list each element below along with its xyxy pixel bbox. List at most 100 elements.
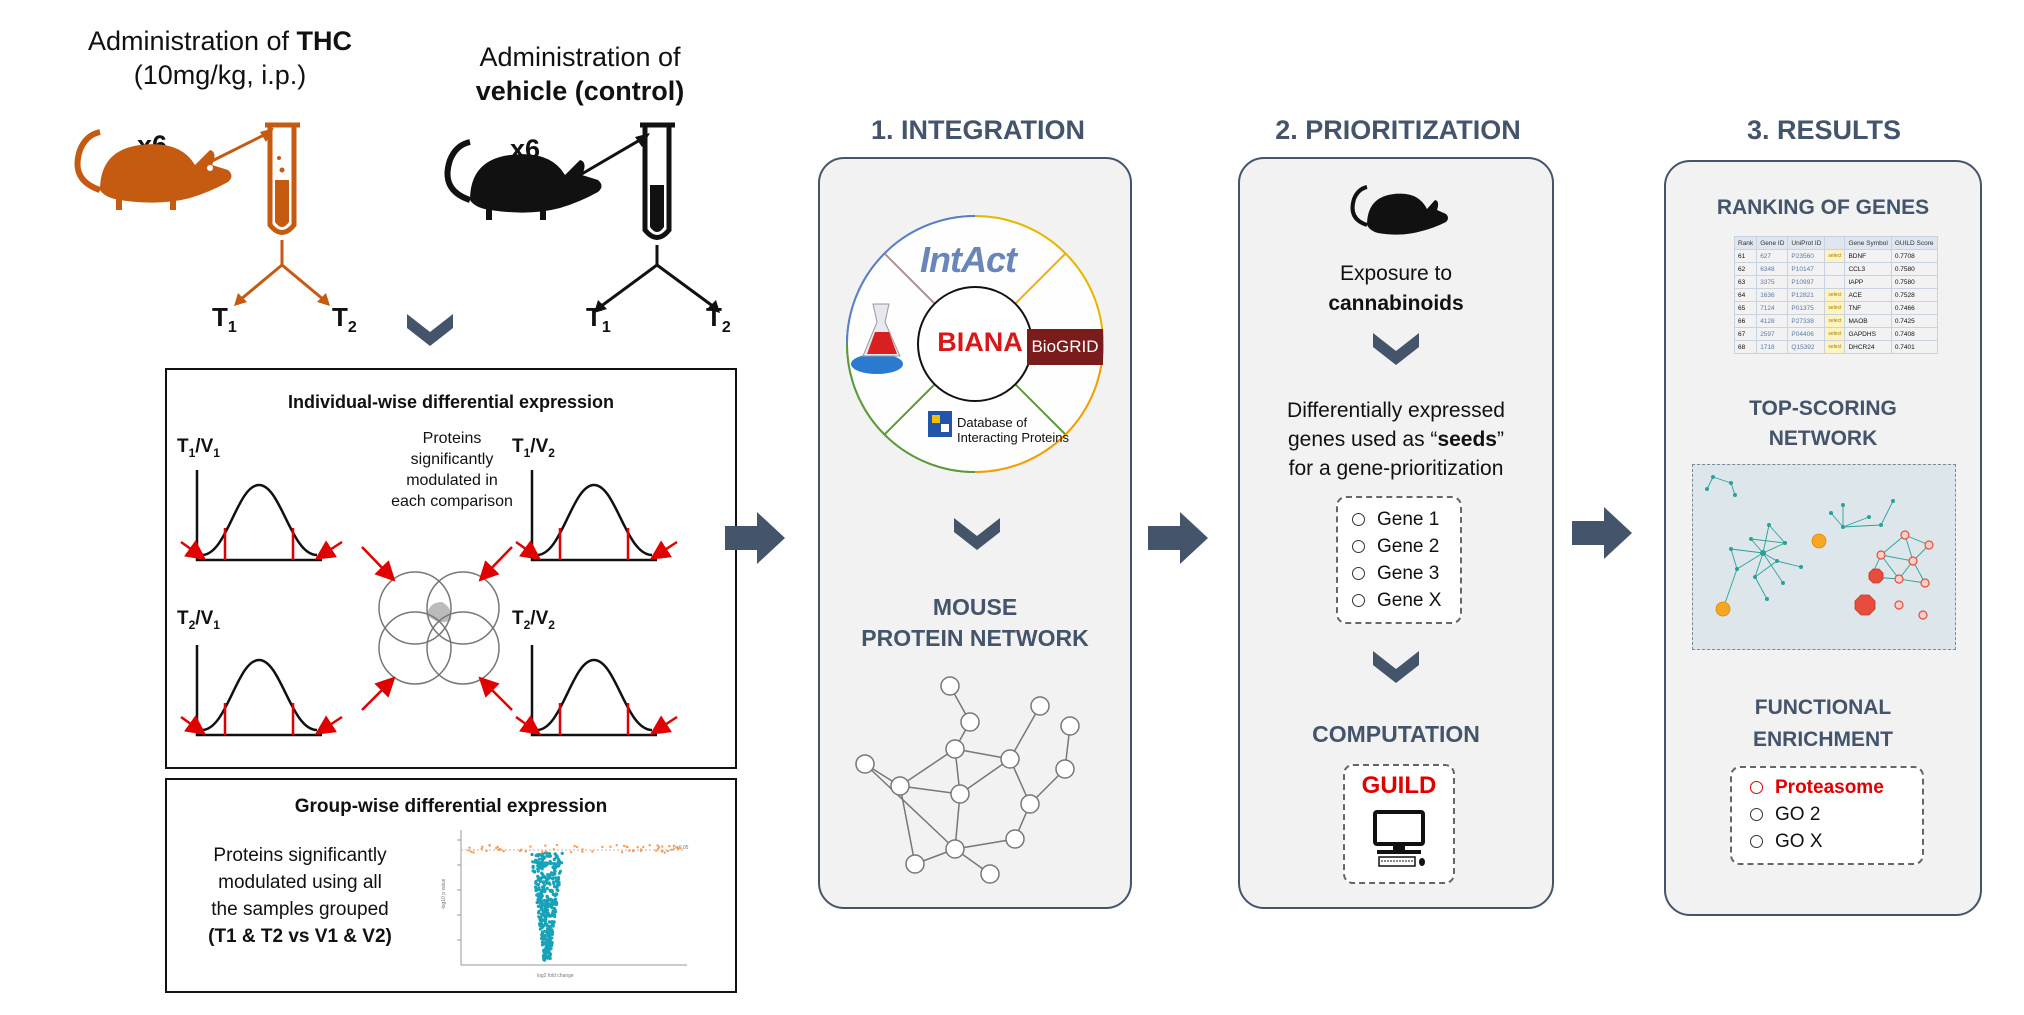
ranking-title: RANKING OF GENES <box>1716 196 1930 219</box>
volcano-point <box>548 873 552 877</box>
prioritization-panel: Exposure to cannabinoids Differentially … <box>1238 157 1554 909</box>
circle-bullet-icon <box>1750 808 1763 821</box>
volcano-point <box>551 924 555 928</box>
volcano-point <box>545 886 549 890</box>
volcano-point-significant <box>679 847 682 850</box>
volcano-point-significant <box>470 850 473 853</box>
volcano-point-significant <box>555 843 559 847</box>
panel-label-t2v2: T2/V2 <box>512 608 555 632</box>
volcano-point <box>548 902 552 907</box>
volcano-point <box>539 918 543 922</box>
volcano-point-significant <box>591 850 594 853</box>
vehicle-mouse-tube-graphic <box>444 122 720 313</box>
volcano-point <box>546 873 550 877</box>
volcano-point-significant <box>670 848 673 851</box>
volcano-point <box>531 864 535 868</box>
volcano-point-significant <box>468 846 471 849</box>
volcano-point-significant <box>648 844 651 847</box>
volcano-point <box>548 924 552 928</box>
group-wise-box: Group-wise differential expression Prote… <box>165 778 737 993</box>
circle-bullet-icon <box>1750 781 1763 794</box>
volcano-point <box>549 889 553 893</box>
volcano-point-significant <box>666 849 669 853</box>
volcano-point <box>560 851 564 855</box>
volcano-point <box>536 869 540 873</box>
volcano-point <box>539 922 543 926</box>
volcano-point-significant <box>544 844 547 847</box>
volcano-point <box>546 946 550 950</box>
volcano-point <box>545 930 549 935</box>
volcano-point-significant <box>676 847 680 850</box>
vehicle-t1-label: T1 <box>586 302 611 337</box>
volcano-point <box>541 885 545 889</box>
volcano-ylabel: -log10 p value <box>441 878 447 910</box>
volcano-point-significant <box>639 848 643 851</box>
integration-panel: IntAct BIANA BioGRID Database of Interac… <box>818 157 1132 909</box>
volcano-point <box>553 885 557 889</box>
circle-bullet-icon <box>1352 567 1365 580</box>
biogrid-logo: BioGRID <box>1027 329 1103 365</box>
volcano-point <box>541 881 545 885</box>
list-item: Gene 2 <box>1352 533 1460 560</box>
dip-logo-text: Database of Interacting Proteins <box>957 415 1070 445</box>
volcano-point <box>554 897 558 901</box>
list-item: Proteasome <box>1750 774 1922 801</box>
volcano-point-significant <box>628 849 631 852</box>
volcano-point <box>538 866 542 870</box>
volcano-point <box>545 861 549 865</box>
group-wise-text: Proteins significantly modulated using a… <box>208 845 392 947</box>
volcano-point <box>544 950 548 954</box>
volcano-point <box>534 881 538 885</box>
volcano-point-significant <box>668 845 671 848</box>
volcano-point-significant <box>502 850 505 853</box>
volcano-point-significant <box>625 845 628 848</box>
thc-t1-label: T1 <box>212 302 237 337</box>
volcano-point <box>540 891 544 895</box>
volcano-point <box>555 876 560 880</box>
volcano-point <box>554 879 558 883</box>
vehicle-t2-label: T2 <box>706 302 731 337</box>
volcano-point <box>550 905 554 910</box>
volcano-point <box>547 913 551 918</box>
volcano-point <box>551 930 555 934</box>
network-nodes <box>855 676 1080 884</box>
volcano-point <box>552 871 556 875</box>
volcano-point-significant <box>622 844 626 848</box>
volcano-point-significant <box>655 849 658 852</box>
computation-title: COMPUTATION <box>1312 721 1480 747</box>
volcano-point <box>540 872 545 876</box>
enrichment-list: Proteasome GO 2 GO X <box>1730 766 1924 865</box>
thc-test-tube-icon <box>265 122 300 235</box>
volcano-point-significant <box>524 850 527 853</box>
panel-label-t1v2: T1/V2 <box>512 436 555 460</box>
volcano-point-significant <box>620 851 624 854</box>
volcano-point <box>540 940 545 944</box>
volcano-point-significant <box>581 848 584 851</box>
volcano-point <box>548 956 552 961</box>
volcano-point <box>549 943 553 947</box>
volcano-point <box>534 858 538 862</box>
volcano-point <box>537 892 541 896</box>
arrow-right-icon <box>1572 507 1632 559</box>
panel-label-t1v1: T1/V1 <box>177 436 220 460</box>
volcano-point-significant <box>485 849 488 853</box>
volcano-point <box>549 861 553 865</box>
volcano-point-significant <box>467 849 470 852</box>
list-item: Gene 1 <box>1352 506 1460 533</box>
volcano-point <box>539 912 544 916</box>
mouse-icon <box>1350 185 1448 235</box>
venn-caption: Proteins significantly modulated in each… <box>391 430 513 510</box>
volcano-point-significant <box>656 844 659 847</box>
volcano-point <box>547 949 551 953</box>
volcano-point <box>552 920 556 925</box>
chevron-down-icon <box>1373 651 1419 683</box>
volcano-point-significant <box>472 851 475 854</box>
volcano-point-significant <box>661 849 664 853</box>
thc-administration-label: Administration of THC (10mg/kg, i.p.) <box>87 26 353 90</box>
volcano-point <box>552 906 557 911</box>
thc-mouse-icon <box>74 129 232 210</box>
